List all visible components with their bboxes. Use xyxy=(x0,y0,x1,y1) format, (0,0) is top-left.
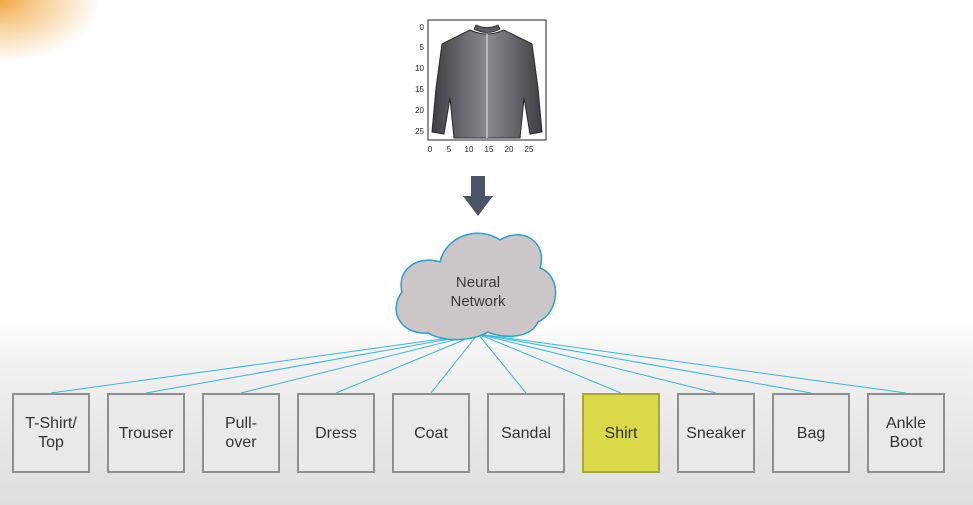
corner-glow xyxy=(0,0,130,80)
down-arrow-icon xyxy=(463,176,493,216)
class-box-6: Sandal xyxy=(487,393,565,473)
x-tick-label: 10 xyxy=(465,145,474,154)
y-tick-label: 25 xyxy=(415,127,424,136)
connector-line xyxy=(430,333,479,394)
connector-line xyxy=(477,333,907,394)
class-box-8: Sneaker xyxy=(677,393,755,473)
class-box-4: Dress xyxy=(297,393,375,473)
x-tick-label: 0 xyxy=(428,145,433,154)
connector-lines xyxy=(50,333,907,394)
neural-network-cloud xyxy=(395,232,557,341)
y-tick-label: 10 xyxy=(415,64,424,73)
x-tick-label: 20 xyxy=(505,145,514,154)
class-box-5: Coat xyxy=(392,393,470,473)
shirt-image xyxy=(431,24,543,139)
connector-line xyxy=(477,333,812,394)
input-image-plot: 0 5 10 15 20 25 0 5 10 15 20 25 xyxy=(415,19,547,154)
x-tick-label: 15 xyxy=(485,145,494,154)
x-tick-label: 25 xyxy=(525,145,534,154)
connector-line xyxy=(145,333,479,394)
y-tick-label: 15 xyxy=(415,85,424,94)
x-tick-labels: 0 5 10 15 20 25 xyxy=(428,145,534,154)
connector-line xyxy=(477,333,527,394)
neural-network-label: Neural Network xyxy=(450,274,506,310)
class-box-1: T-Shirt/ Top xyxy=(12,393,90,473)
connector-line xyxy=(240,333,479,394)
class-box-7: Shirt xyxy=(582,393,660,473)
connector-line xyxy=(477,333,622,394)
class-box-2: Trouser xyxy=(107,393,185,473)
class-box-9: Bag xyxy=(772,393,850,473)
connector-line xyxy=(477,333,717,394)
y-tick-labels: 0 5 10 15 20 25 xyxy=(415,23,424,136)
x-tick-label: 5 xyxy=(447,145,452,154)
y-tick-label: 20 xyxy=(415,106,424,115)
connector-line xyxy=(335,333,479,394)
connector-line xyxy=(50,333,479,394)
class-box-3: Pull- over xyxy=(202,393,280,473)
y-tick-label: 5 xyxy=(420,43,425,52)
class-box-10: Ankle Boot xyxy=(867,393,945,473)
y-tick-label: 0 xyxy=(420,23,425,32)
